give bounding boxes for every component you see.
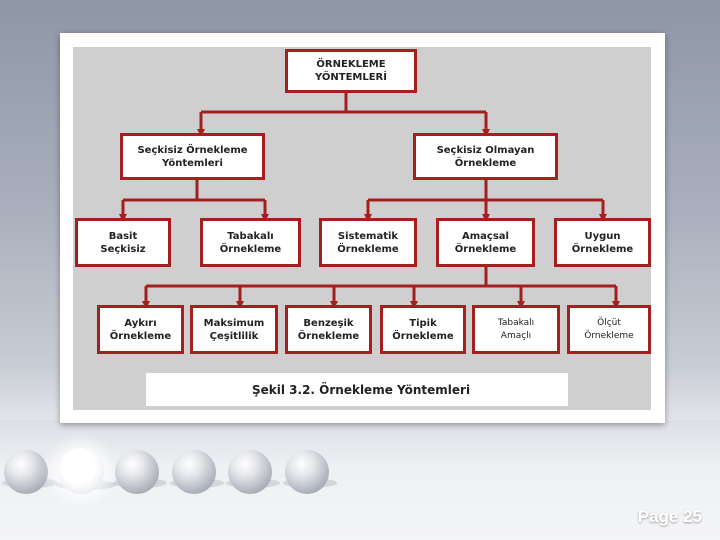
node-max-variation: Maksimum Çeşitlilik <box>190 305 278 354</box>
node-purposive: Amaçsal Örnekleme <box>436 218 535 267</box>
node-extreme-case: Aykırı Örnekleme <box>97 305 184 354</box>
decorative-sphere-1 <box>4 450 48 494</box>
node-stratified-purposive: Tabakalı Amaçlı <box>472 305 560 354</box>
node-typical-case: Tipik Örnekleme <box>380 305 466 354</box>
decorative-sphere-3 <box>115 450 159 494</box>
decorative-sphere-glowing <box>58 448 104 494</box>
figure-caption-box: Şekil 3.2. Örnekleme Yöntemleri <box>146 373 568 406</box>
node-nonrandom-sampling: Seçkisiz Olmayan Örnekleme <box>413 133 558 180</box>
decorative-sphere-4 <box>172 450 216 494</box>
node-random-sampling: Seçkisiz Örnekleme Yöntemleri <box>120 133 265 180</box>
figure-caption: Şekil 3.2. Örnekleme Yöntemleri <box>252 382 471 397</box>
node-criterion: Ölçüt Örnekleme <box>567 305 651 354</box>
node-systematic: Sistematik Örnekleme <box>319 218 417 267</box>
page-number: Page 25 <box>637 507 702 526</box>
node-stratified: Tabakalı Örnekleme <box>200 218 301 267</box>
decorative-sphere-5 <box>228 450 272 494</box>
node-root: ÖRNEKLEME YÖNTEMLERİ <box>285 49 417 93</box>
decorative-sphere-6 <box>285 450 329 494</box>
node-convenience: Uygun Örnekleme <box>554 218 651 267</box>
node-simple-random: Basit Seçkisiz <box>75 218 171 267</box>
node-homogeneous: Benzeşik Örnekleme <box>285 305 372 354</box>
